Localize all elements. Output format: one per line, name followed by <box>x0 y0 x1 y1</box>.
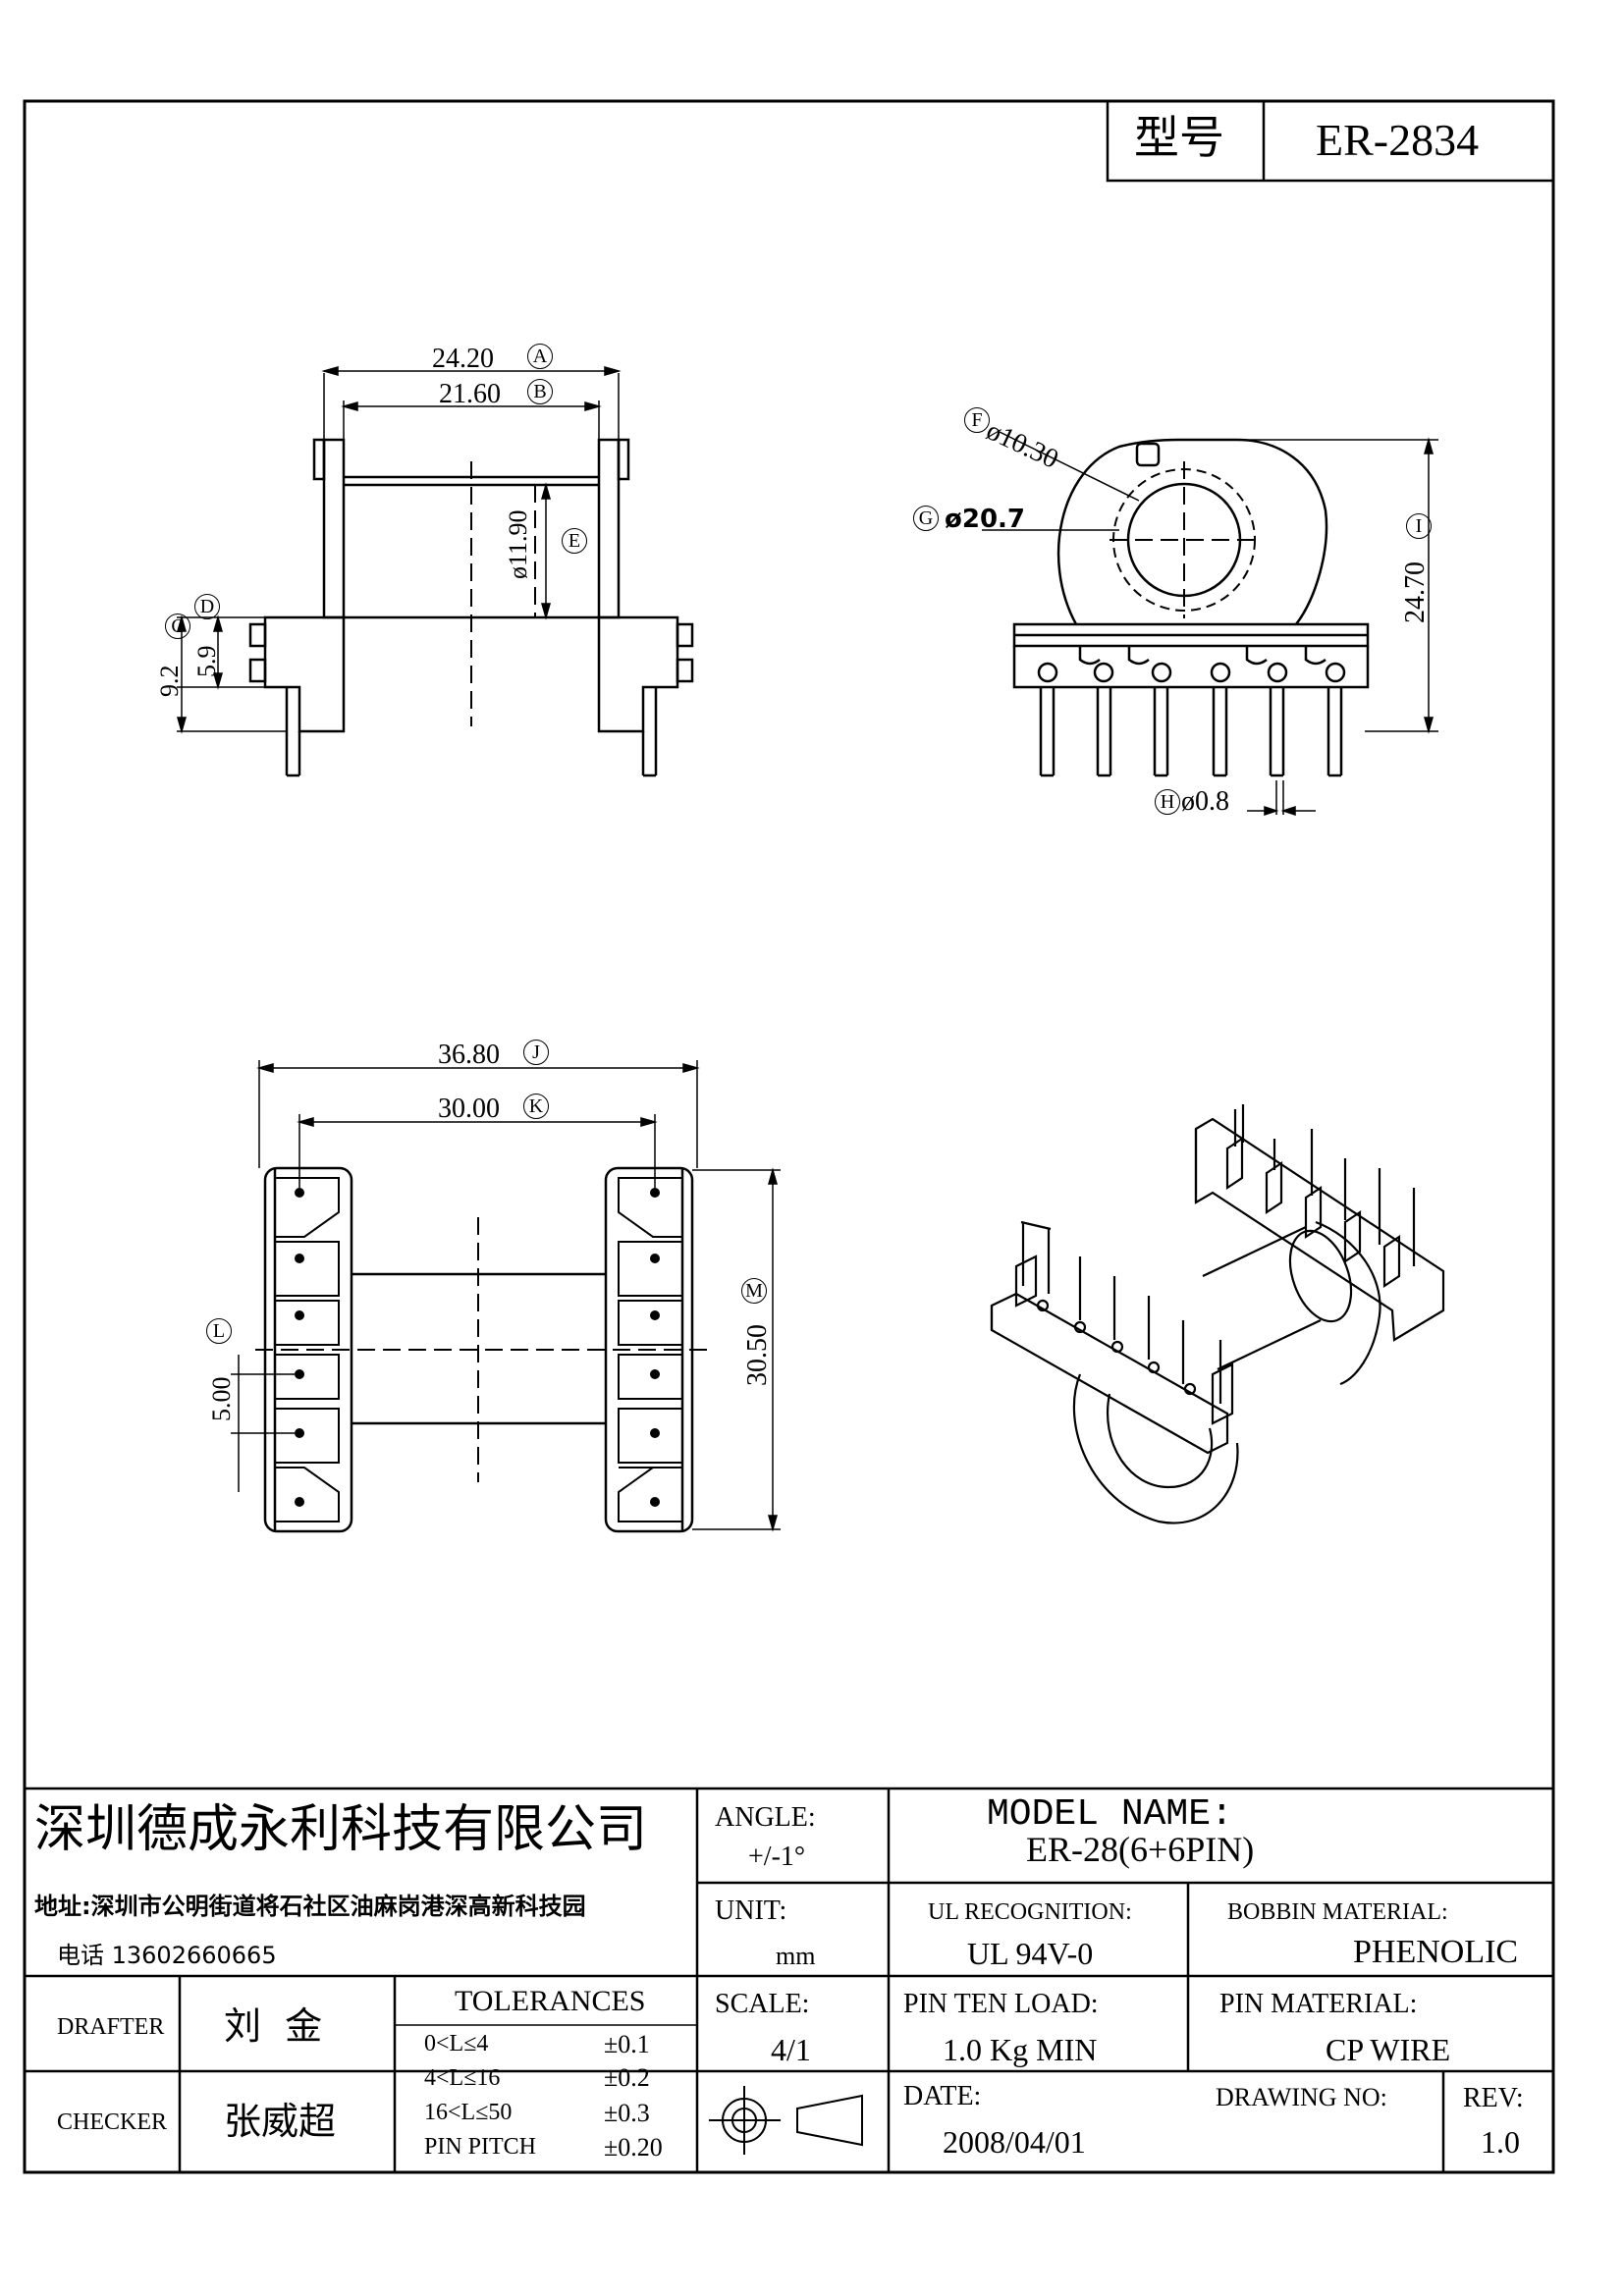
dim-I: 24.70 <box>1400 561 1431 623</box>
bottom-view-pads <box>274 1177 683 1522</box>
dim-B: 21.60 <box>439 379 501 409</box>
dim-E: ø11.90 <box>504 509 532 579</box>
tol-row-4-value: ±0.20 <box>604 2133 663 2162</box>
pin-load-label: PIN TEN LOAD: <box>903 1989 1099 2019</box>
drafter-value: 刘 金 <box>224 2004 323 2048</box>
model-header-box <box>1106 99 1555 183</box>
tolerances-label: TOLERANCES <box>455 1985 646 2017</box>
drafter-label: DRAFTER <box>57 2014 165 2040</box>
projection-symbol <box>709 2086 863 2155</box>
company-address: 地址:深圳市公明街道将石社区油麻岗港深高新科技园 <box>34 1893 586 1920</box>
tol-row-2-value: ±0.2 <box>604 2063 650 2092</box>
pin-material-label: PIN MATERIAL: <box>1219 1989 1418 2019</box>
dim-G: ø20.7 <box>945 505 1026 534</box>
dim-C-tag: C <box>165 614 190 639</box>
dim-J-tag: J <box>523 1040 549 1065</box>
angle-label: ANGLE: <box>715 1802 816 1833</box>
dim-A: 24.20 <box>432 344 494 374</box>
dim-K: 30.00 <box>438 1094 500 1124</box>
dim-D: 5.9 <box>192 645 221 678</box>
dim-A-tag: A <box>527 344 553 369</box>
bobbin-value: PHENOLIC <box>1353 1934 1519 1970</box>
checker-value: 张威超 <box>224 2100 337 2143</box>
tol-row-3-range: 16<L≤50 <box>424 2100 513 2125</box>
model-name-label: MODEL NAME: <box>987 1793 1233 1836</box>
side-view-dimensions <box>982 431 1438 817</box>
dim-E-tag: E <box>562 528 587 554</box>
title-block-grid <box>25 1787 1553 2172</box>
drawing-no-label: DRAWING NO: <box>1216 2083 1387 2111</box>
front-view-centerlines <box>470 461 536 726</box>
dim-M: 30.50 <box>742 1324 773 1386</box>
date-label: DATE: <box>903 2081 982 2111</box>
angle-value: +/-1° <box>748 1842 806 1872</box>
tol-row-1-range: 0<L≤4 <box>424 2031 489 2056</box>
unit-label: UNIT: <box>715 1896 787 1926</box>
bottom-view-pins <box>295 1188 660 1507</box>
tol-row-3-value: ±0.3 <box>604 2099 650 2127</box>
dim-J: 36.80 <box>438 1040 500 1070</box>
dim-C: 9.2 <box>155 665 184 698</box>
dim-H-tag: H <box>1155 789 1180 815</box>
tol-row-2-range: 4<L≤16 <box>424 2065 501 2091</box>
bobbin-label: BOBBIN MATERIAL: <box>1227 1899 1448 1925</box>
ul-value: UL 94V-0 <box>967 1936 1094 1971</box>
rev-value: 1.0 <box>1481 2124 1520 2160</box>
bottom-view-centerlines <box>255 1217 707 1482</box>
dim-L: 5.00 <box>207 1376 236 1422</box>
tol-row-1-value: ±0.1 <box>604 2030 650 2058</box>
dim-M-tag: M <box>741 1278 767 1304</box>
model-value: ER-2834 <box>1316 115 1480 165</box>
pin-material-value: CP WIRE <box>1326 2032 1451 2067</box>
scale-value: 4/1 <box>771 2032 811 2067</box>
dim-H: ø0.8 <box>1181 786 1229 817</box>
pin-load-value: 1.0 Kg MIN <box>943 2032 1098 2067</box>
bottom-view-dimensions <box>231 1060 781 1532</box>
company-name: 深圳德成永利科技有限公司 <box>34 1800 648 1859</box>
dim-F-tag: F <box>964 407 990 433</box>
unit-value: mm <box>776 1942 816 1970</box>
side-view-centerlines <box>1110 461 1262 618</box>
model-label: 型号 <box>1134 111 1224 164</box>
date-value: 2008/04/01 <box>943 2124 1086 2160</box>
scale-label: SCALE: <box>715 1989 810 2019</box>
tol-row-4-range: PIN PITCH <box>424 2134 537 2160</box>
model-name-value: ER-28(6+6PIN) <box>1026 1830 1255 1869</box>
company-phone: 电话 13602660665 <box>57 1942 277 1969</box>
front-view <box>248 438 694 777</box>
side-view <box>1012 438 1370 777</box>
isometric-view <box>990 1104 1445 1524</box>
dim-I-tag: I <box>1406 513 1432 539</box>
ul-label: UL RECOGNITION: <box>928 1899 1132 1925</box>
front-view-dimensions <box>177 366 622 734</box>
dim-K-tag: K <box>523 1094 549 1119</box>
checker-label: CHECKER <box>57 2109 168 2135</box>
sheet-border <box>23 99 1555 2174</box>
dim-D-tag: D <box>194 594 220 619</box>
rev-label: REV: <box>1463 2083 1524 2113</box>
dim-G-tag: G <box>913 506 939 531</box>
dim-B-tag: B <box>527 379 553 404</box>
dim-L-tag: L <box>206 1318 232 1344</box>
